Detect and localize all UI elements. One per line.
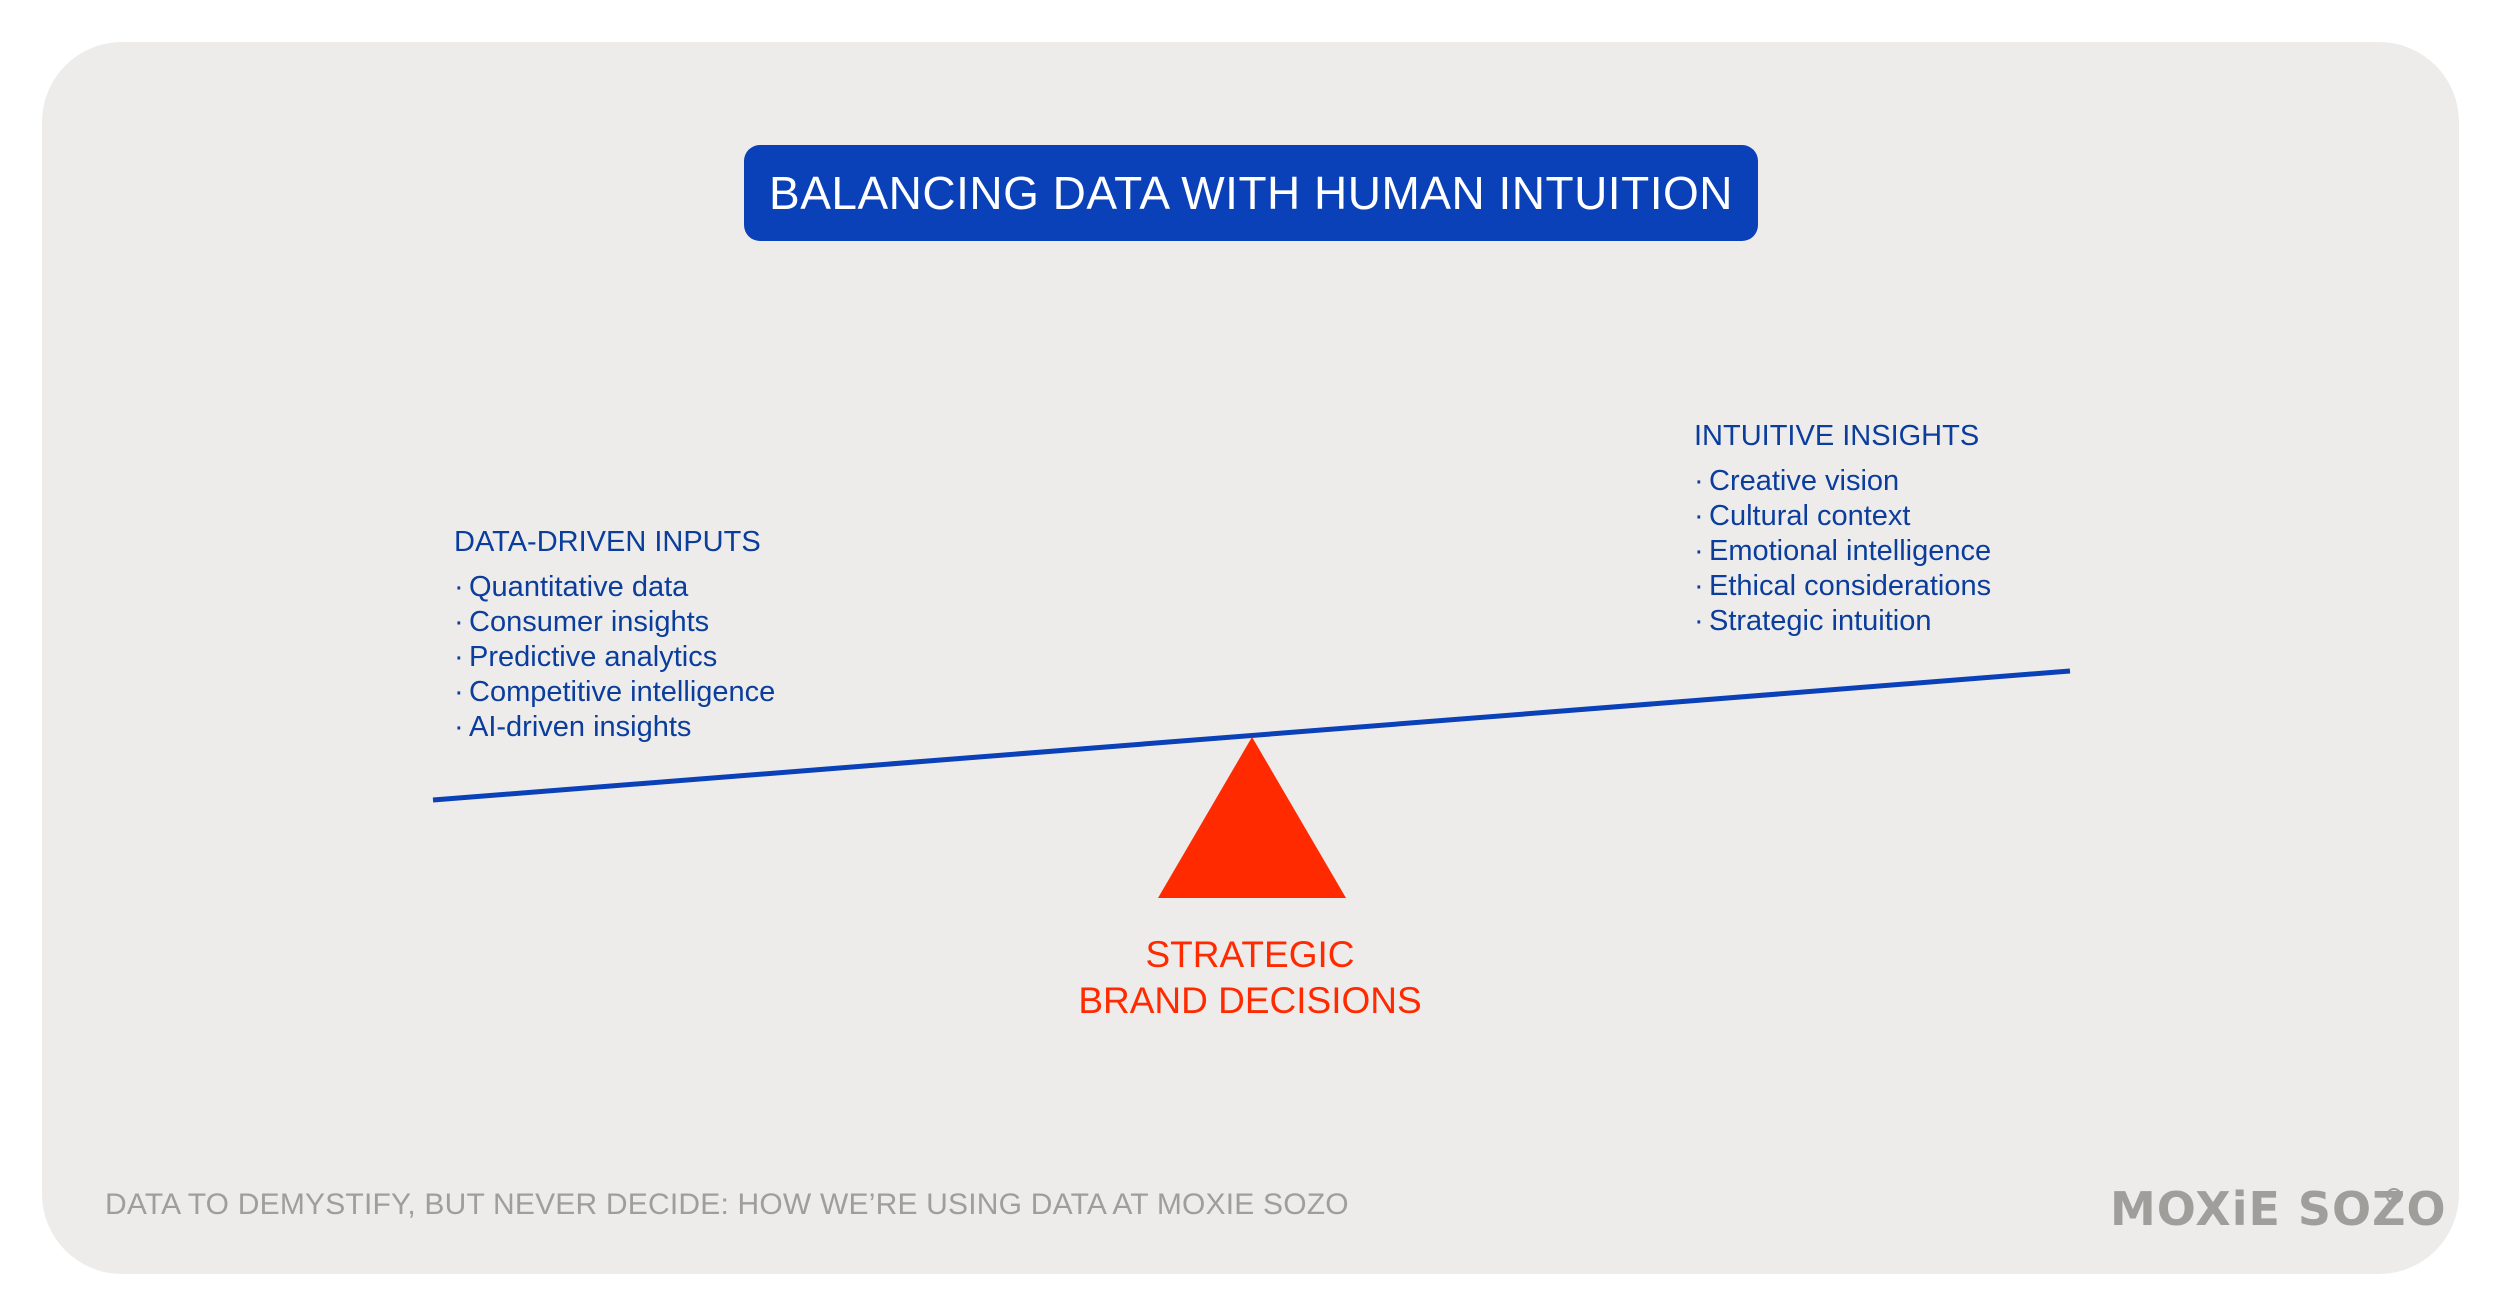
bullet-icon: · <box>1694 500 1704 532</box>
list-item: ·Creative vision <box>1694 465 1900 497</box>
list-item: ·Consumer insights <box>454 606 710 638</box>
fulcrum-label-line2: BRAND DECISIONS <box>1078 980 1422 1021</box>
bullet-icon: · <box>454 606 464 638</box>
bullet-icon: · <box>454 571 464 603</box>
data-driven-inputs-group: DATA-DRIVEN INPUTS ·Quantitative data ·C… <box>454 524 775 745</box>
list-item: ·Quantitative data <box>454 571 689 603</box>
fulcrum-triangle <box>1158 737 1346 898</box>
title-banner: BALANCING DATA WITH HUMAN INTUITION <box>744 145 1758 241</box>
bullet-icon: · <box>454 641 464 673</box>
data-driven-list: ·Quantitative data ·Consumer insights ·P… <box>454 570 775 745</box>
logo-mark-icon <box>2386 1188 2402 1204</box>
bullet-icon: · <box>1694 535 1704 567</box>
footer-caption: DATA TO DEMYSTIFY, BUT NEVER DECIDE: HOW… <box>105 1188 1349 1221</box>
bullet-icon: · <box>454 676 464 708</box>
fulcrum-label-line1: STRATEGIC <box>1145 934 1355 975</box>
list-item: ·Strategic intuition <box>1694 605 1932 637</box>
intuitive-insights-group: INTUITIVE INSIGHTS ·Creative vision ·Cul… <box>1694 418 1991 639</box>
intuitive-heading: INTUITIVE INSIGHTS <box>1694 420 1980 452</box>
list-item: ·AI-driven insights <box>454 711 692 743</box>
list-item: ·Predictive analytics <box>454 641 718 673</box>
bullet-icon: · <box>1694 465 1704 497</box>
list-item: ·Competitive intelligence <box>454 676 776 708</box>
diagram-card <box>42 42 2459 1274</box>
bullet-icon: · <box>454 711 464 743</box>
fulcrum-label: STRATEGIC BRAND DECISIONS <box>1000 932 1500 1024</box>
list-item: ·Ethical considerations <box>1694 570 1992 602</box>
balance-beam <box>432 668 2071 803</box>
bullet-icon: · <box>1694 605 1704 637</box>
bullet-icon: · <box>1694 570 1704 602</box>
intuitive-list: ·Creative vision ·Cultural context ·Emot… <box>1694 464 1991 639</box>
data-driven-heading: DATA-DRIVEN INPUTS <box>454 526 761 558</box>
list-item: ·Cultural context <box>1694 500 1911 532</box>
list-item: ·Emotional intelligence <box>1694 535 1992 567</box>
diagram-title: BALANCING DATA WITH HUMAN INTUITION <box>769 167 1733 219</box>
